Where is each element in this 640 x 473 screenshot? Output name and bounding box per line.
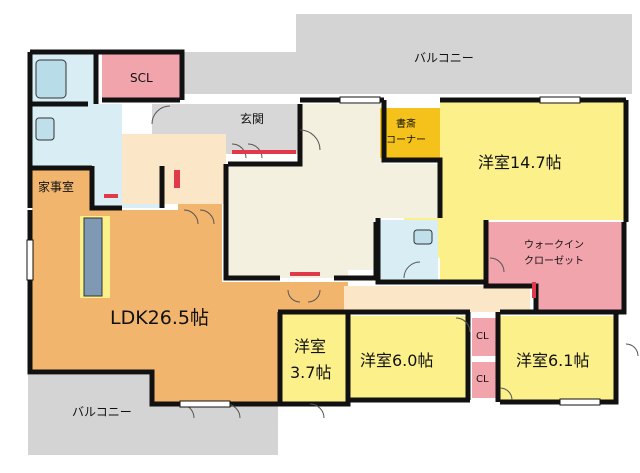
closet-2-label: CL (476, 374, 489, 385)
window-marks (26, 96, 601, 408)
closet-b (472, 362, 496, 398)
door-accents (104, 150, 536, 298)
western-room-6-1 (500, 316, 616, 400)
housework-room (32, 170, 90, 210)
central-hall (228, 104, 440, 278)
walls (27, 49, 629, 407)
doors (151, 105, 639, 419)
entrance-label: 玄関 (240, 112, 265, 126)
western-14-7-label: 洋室14.7帖 (478, 153, 562, 172)
hall-floor (122, 134, 226, 204)
study-label-2: コーナー (386, 135, 426, 146)
ldk-label: LDK26.5帖 (110, 307, 209, 329)
western-3-7-label-1: 洋室 (294, 337, 327, 356)
walkin-label-1: ウォークイン (524, 240, 584, 251)
walk-in-closet (486, 222, 624, 312)
sink (35, 117, 55, 141)
walkin-label-2: クローゼット (524, 256, 584, 267)
bathtub (35, 59, 67, 99)
closet-a (472, 318, 496, 356)
western-room-3-7 (280, 312, 346, 402)
study-corner (380, 108, 440, 158)
housework-label: 家事室 (38, 180, 75, 194)
scl-closet (102, 54, 180, 100)
kitchen-sink (83, 217, 103, 297)
wc-2-basin (413, 229, 433, 245)
corridor (344, 286, 530, 312)
wc-2 (380, 220, 438, 282)
western-3-7-label-2: 3.7帖 (290, 363, 332, 382)
balcony-bottom-label: バルコニー (72, 405, 132, 419)
western-room-14-7 (404, 100, 626, 282)
ldk-floor (32, 204, 348, 404)
scl-label: SCL (130, 71, 153, 85)
western-6-1-label: 洋室6.1帖 (516, 351, 590, 370)
western-room-6-0 (348, 316, 468, 400)
balcony-top-label: バルコニー (414, 51, 474, 65)
balcony-top (160, 14, 632, 94)
study-label-1: 書斎 (396, 119, 416, 130)
western-6-0-label: 洋室6.0帖 (360, 351, 434, 370)
closet-1-label: CL (476, 331, 489, 342)
